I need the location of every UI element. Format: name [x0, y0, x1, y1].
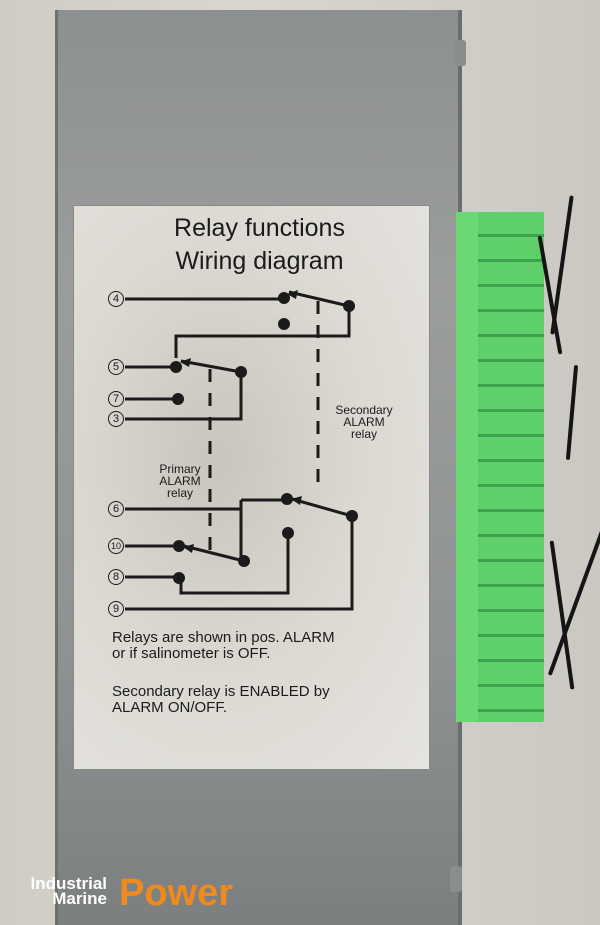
contact-dot	[282, 527, 294, 539]
wiring-diagram	[125, 290, 358, 611]
terminal-7: 7	[108, 391, 124, 407]
label-subtitle: Wiring diagram	[175, 247, 344, 275]
contact-dot	[278, 292, 290, 304]
mounting-bolt	[450, 866, 462, 892]
contact-dot	[172, 393, 184, 405]
terminal-6: 6	[108, 501, 124, 517]
terminal-3: 3	[108, 411, 124, 427]
wire	[547, 524, 600, 676]
terminal-4: 4	[108, 291, 124, 307]
mounting-bolt	[454, 40, 466, 66]
terminal-8: 8	[108, 569, 124, 585]
logo-text: Marine	[52, 889, 107, 908]
wiring-label: Relay functions Wiring diagram	[73, 205, 430, 770]
wire	[565, 365, 579, 460]
label-title: Relay functions	[174, 214, 345, 242]
contact-dot	[343, 300, 355, 312]
contact-dot	[238, 555, 250, 567]
contact-dot	[346, 510, 358, 522]
terminal-5: 5	[108, 359, 124, 375]
contact-dot	[235, 366, 247, 378]
arrow-icon	[287, 290, 298, 299]
watermark-logo: Industrial Marine Power	[22, 874, 233, 912]
arrow-icon	[183, 544, 194, 553]
arrow-icon	[180, 358, 191, 367]
contact-dot	[278, 318, 290, 330]
terminal-9: 9	[108, 601, 124, 617]
terminal-10: 10	[108, 538, 124, 554]
contact-dot	[170, 361, 182, 373]
logo-text: Industrial	[30, 874, 107, 893]
logo-power-text: Power	[119, 872, 234, 914]
contact-dot	[173, 540, 185, 552]
contact-dot	[173, 572, 185, 584]
contact-dot	[281, 493, 293, 505]
green-terminal-block	[456, 212, 544, 722]
arrow-icon	[291, 496, 302, 505]
